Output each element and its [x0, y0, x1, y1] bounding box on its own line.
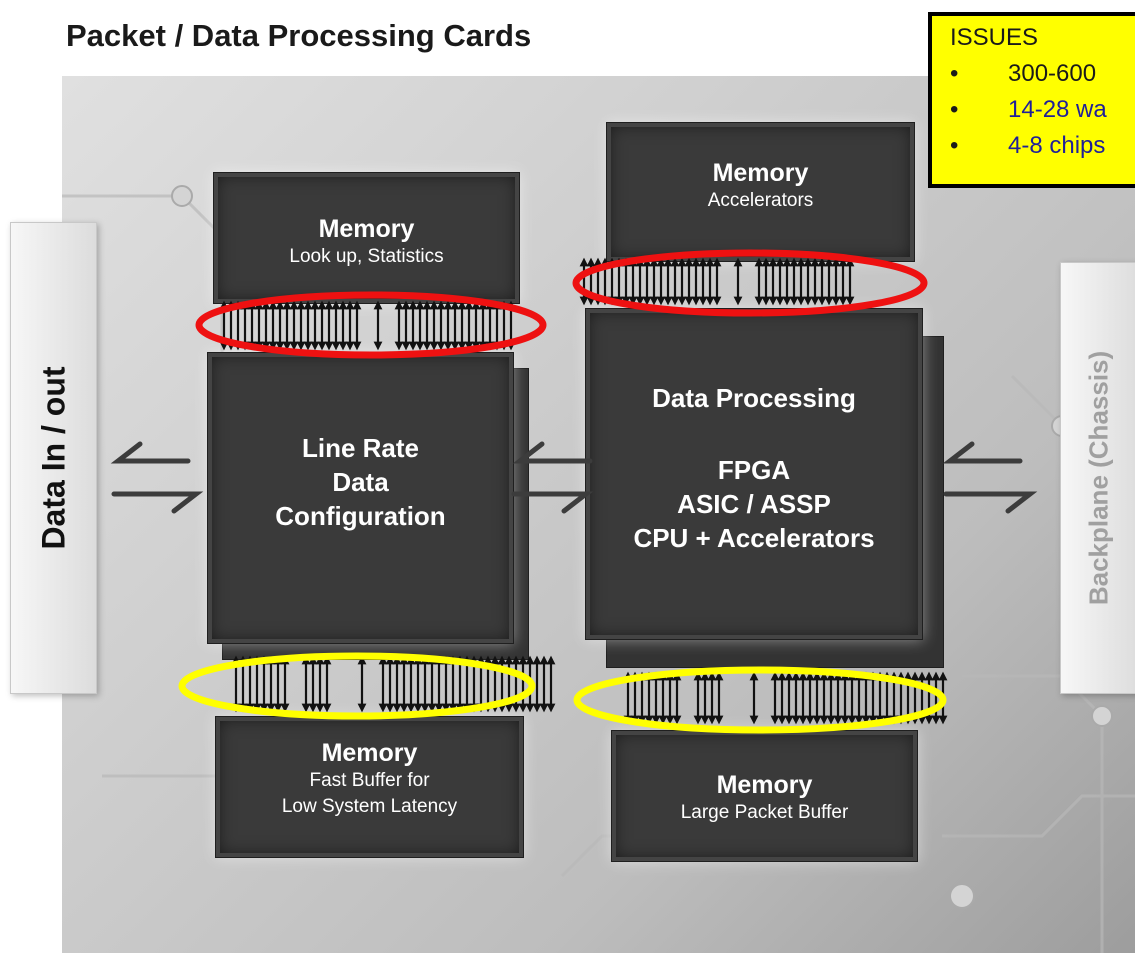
bus-lines-bottom-right [623, 671, 948, 725]
line-rate-chip: Line Rate Data Configuration [207, 352, 514, 644]
backplane-panel: Backplane (Chassis) [1060, 262, 1135, 694]
data-processing-chip: Data Processing FPGA ASIC / ASSP CPU + A… [585, 308, 923, 640]
red-highlight-ellipse-left [195, 291, 547, 359]
memory-accelerators-subtitle: Accelerators [707, 190, 814, 211]
memory-large-buffer-subtitle: Large Packet Buffer [680, 802, 849, 823]
line-rate-line-2: Data [332, 467, 389, 497]
bus-lines-top-right [579, 257, 855, 306]
memory-fast-buffer-title: Memory [321, 739, 418, 767]
page-title: Packet / Data Processing Cards [66, 18, 532, 53]
issues-heading: ISSUES [950, 24, 1039, 51]
memory-accelerators-chip: Memory Accelerators [606, 122, 915, 262]
issues-callout: ISSUES • 300-600 • 14-28 wa • 4-8 chips [928, 12, 1135, 188]
line-rate-line-1: Line Rate [301, 433, 420, 463]
data-processing-heading: Data Processing [652, 383, 856, 413]
memory-lookup-title: Memory [318, 215, 415, 243]
red-highlight-ellipse-right [572, 249, 928, 317]
issue-text: 300-600 [1008, 60, 1097, 87]
memory-large-buffer-chip: Memory Large Packet Buffer [611, 730, 918, 862]
bullet-icon: • [950, 60, 959, 87]
data-flow-arrows-left [110, 441, 204, 514]
yellow-highlight-ellipse-left [178, 652, 536, 720]
data-processing-line-1: FPGA [717, 455, 791, 485]
memory-fast-buffer-chip: Memory Fast Buffer for Low System Latenc… [215, 716, 524, 858]
line-rate-line-3: Configuration [275, 501, 446, 531]
memory-lookup-chip: Memory Look up, Statistics [213, 172, 520, 304]
bus-lines-top-left [219, 300, 516, 351]
issue-text: 14-28 wa [1008, 96, 1107, 123]
data-flow-arrows-right [942, 441, 1038, 514]
data-processing-line-3: CPU + Accelerators [633, 523, 875, 553]
memory-lookup-subtitle: Look up, Statistics [289, 246, 444, 267]
memory-large-buffer-title: Memory [716, 771, 813, 799]
memory-fast-buffer-subtitle-1: Fast Buffer for [309, 770, 430, 791]
issue-item: • 300-600 [950, 60, 1096, 88]
issue-text: 4-8 chips [1008, 132, 1106, 159]
issue-item: • 4-8 chips [950, 132, 1105, 160]
memory-accelerators-title: Memory [712, 159, 809, 187]
data-in-out-panel: Data In / out [10, 222, 97, 694]
yellow-highlight-ellipse-right [573, 666, 947, 734]
data-flow-arrows-middle [511, 441, 594, 514]
bullet-icon: • [950, 132, 959, 159]
bus-lines-bottom-left [231, 655, 556, 713]
data-processing-line-2: ASIC / ASSP [677, 489, 831, 519]
memory-fast-buffer-subtitle-2: Low System Latency [281, 796, 458, 817]
bullet-icon: • [950, 96, 959, 123]
issue-item: • 14-28 wa [950, 96, 1107, 124]
